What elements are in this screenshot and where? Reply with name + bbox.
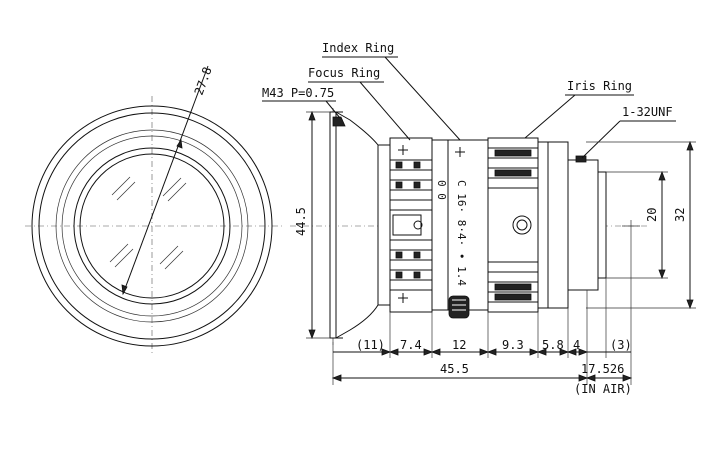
aperture-marks: 0 0	[435, 180, 448, 200]
iris-ring-label: Iris Ring	[567, 79, 632, 93]
seg-mid: 12	[452, 338, 466, 352]
front-view: 27.8	[25, 65, 283, 356]
horizontal-dimensions: (11) 7.4 12 9.3 5.8 4 (3) 45.5 17.526 (I…	[331, 232, 633, 396]
mount-thread-label: M43 P=0.75	[262, 86, 334, 100]
seg-focus: 7.4	[400, 338, 422, 352]
index-ring-label: Index Ring	[322, 41, 394, 55]
image-circle-label: 20	[645, 208, 659, 222]
focus-ring-knurl	[390, 145, 432, 303]
barrel-engraving: C 16· 8·4· • 1.4	[455, 180, 468, 286]
seg-iris: 9.3	[502, 338, 524, 352]
focus-ring-label: Focus Ring	[308, 66, 380, 80]
seg-rear: 5.8	[542, 338, 564, 352]
vertical-dimensions: 44.5 20 32	[294, 110, 696, 340]
flange-back-label: 17.526	[581, 362, 624, 376]
flange-note-label: (IN AIR)	[574, 382, 632, 396]
side-view: 0 0 C 16· 8·4· • 1.4	[290, 108, 650, 345]
seg-mount: 4	[573, 338, 580, 352]
body-diameter-label: 44.5	[294, 207, 308, 236]
thread-label: 1-32UNF	[622, 105, 673, 119]
seg-front: (11)	[356, 338, 385, 352]
iris-ring-knurl	[488, 147, 538, 303]
seg-back: (3)	[610, 338, 632, 352]
front-diameter-label: 27.8	[192, 65, 215, 97]
mount-diameter-label: 32	[673, 208, 687, 222]
callouts: Index Ring Focus Ring M43 P=0.75 Iris Ri…	[262, 41, 676, 159]
total-length-label: 45.5	[440, 362, 469, 376]
